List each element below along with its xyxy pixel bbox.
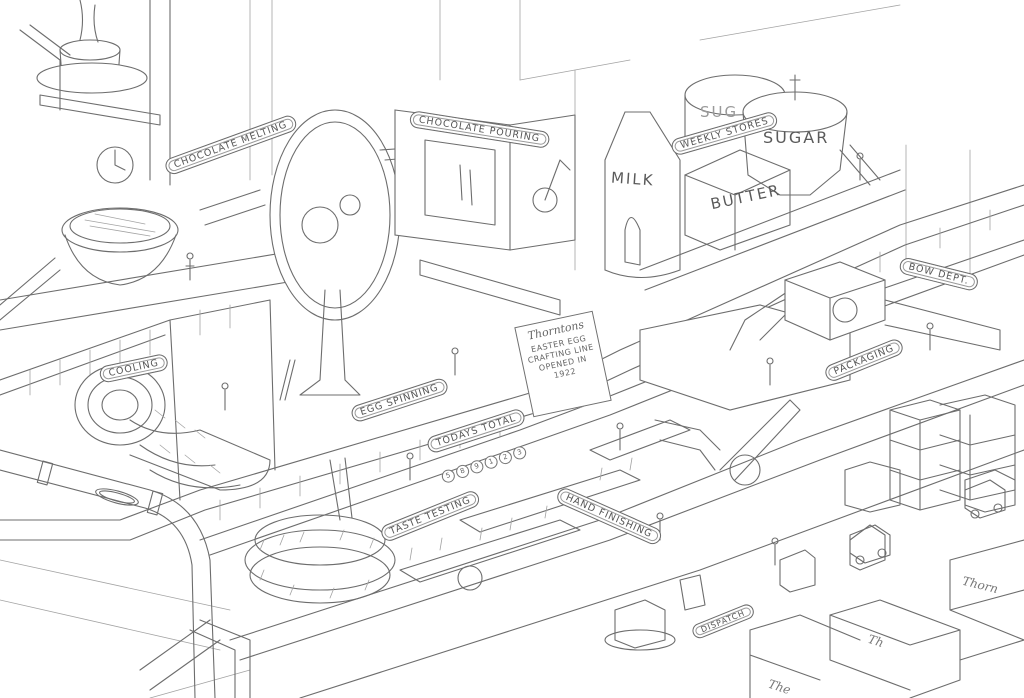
packaging-machinery (639, 261, 1001, 486)
forklifts (849, 479, 1006, 565)
spiral-conveyor (244, 457, 396, 604)
milk-tank-label: MILK (610, 168, 656, 190)
factory-floor (0, 184, 1024, 698)
workers (185, 152, 934, 566)
pipes (0, 449, 251, 698)
finishing-tables (399, 419, 691, 591)
egg-spinning-wheel (269, 109, 416, 401)
weekly-stores (604, 74, 906, 291)
cooling-area (74, 364, 271, 491)
sugar-hopper-label: SUGAR (763, 128, 830, 147)
shipping-crates (749, 539, 1024, 698)
sugar-back-tank-label: SUG (700, 103, 739, 121)
chocolate-pouring-station (394, 109, 576, 316)
chocolate-melting-machine (0, 0, 266, 321)
